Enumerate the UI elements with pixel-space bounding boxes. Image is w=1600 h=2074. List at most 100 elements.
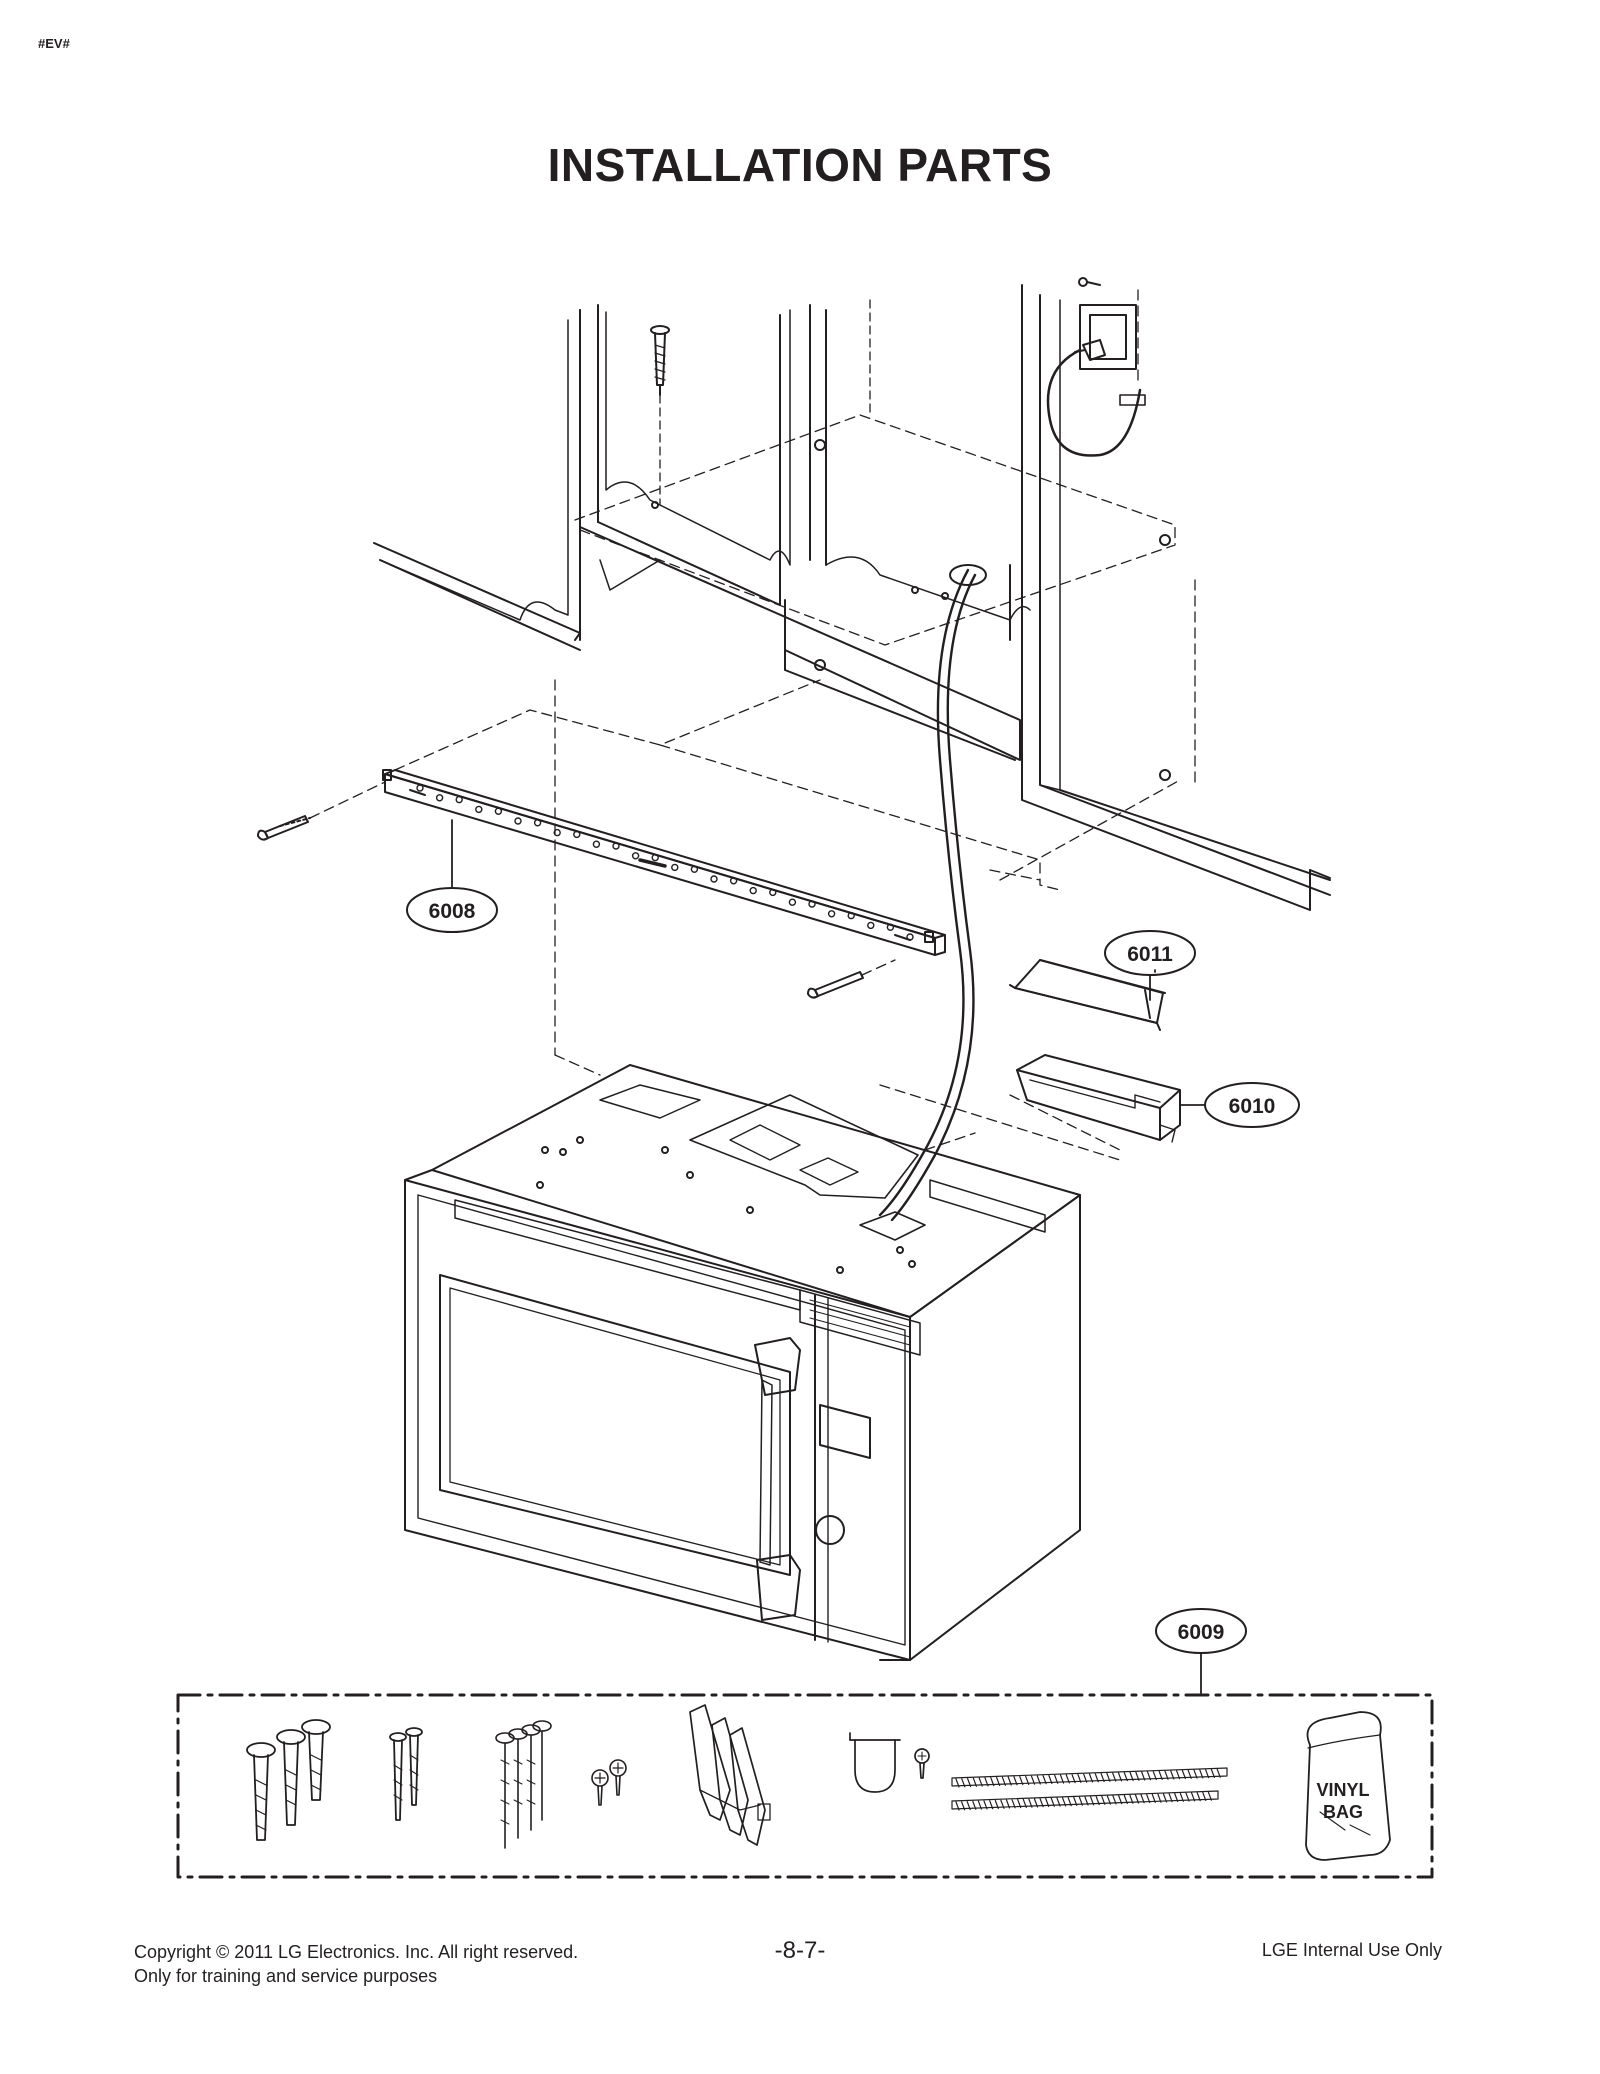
cable-tie-tooth [978,1777,983,1787]
medium-screws [389,1727,423,1821]
cable-tie-tooth [1025,1775,1030,1786]
cable-tie-tooth [1030,1775,1036,1785]
plate-hole [749,886,757,895]
cable-tie-tooth [1039,1798,1044,1808]
cable-tie-tooth [1174,1792,1179,1803]
cable-tie-tooth [1187,1769,1192,1779]
wall-screw [257,781,386,841]
cable-tie-tooth [1065,1774,1070,1784]
cable-tie-tooth [983,1800,988,1810]
cable-tie-tooth [1073,1796,1078,1807]
callout-6008: 6008 [406,819,498,933]
cable-tie-tooth [1204,1769,1210,1779]
cable-tie-tooth [977,1800,983,1810]
cable-tie-tooth [1050,1797,1055,1807]
cabinet-screw [650,325,670,506]
cable-tie-tooth [1196,1792,1201,1802]
plate-hole [867,921,875,930]
cable-tie-tooth [1017,1798,1022,1809]
damper-6011 [1009,959,1166,1031]
microwave-oven [404,1064,1081,1661]
cable-tie-tooth [1001,1776,1007,1786]
cord-strips [951,1767,1228,1811]
cable-tie-tooth [961,1778,966,1788]
cable-tie-tooth [1146,1793,1151,1804]
cable-tie-tooth [1185,1792,1190,1802]
callout-label-6011: 6011 [1127,943,1173,966]
long-screws [246,1719,331,1841]
cable-tie-tooth [1181,1769,1187,1780]
cable-tie-tooth [1118,1795,1123,1805]
cable-tie-tooth [966,1800,971,1811]
cable-tie-tooth [1106,1772,1111,1782]
cable-tie-tooth [1033,1798,1039,1808]
cable-tie-tooth [972,1777,978,1787]
cable-tie-tooth [1134,1794,1140,1804]
cable-tie-tooth [1216,1768,1221,1778]
plate-hole [573,830,581,839]
mounting-plate [382,769,946,956]
vinyl-bag-label-line2: BAG [1323,1802,1363,1822]
plate-hole [788,898,797,906]
cable-tie-tooth [1101,1795,1106,1805]
cable-tie-tooth [1022,1798,1027,1809]
cable-tie-tooth [966,1777,972,1788]
cable-tie-tooth [1005,1799,1011,1809]
cable-tie-tooth [955,1801,960,1811]
power-outlet [1074,277,1137,370]
callout-6010: 6010 [1179,1082,1300,1128]
corner-tag: #EV# [38,36,70,51]
cable-tie-tooth [1078,1796,1084,1806]
cord-clamp [849,1732,930,1793]
cable-tie-tooth [994,1799,999,1810]
footer-copyright: Copyright © 2011 LG Electronics. Inc. Al… [134,1942,579,1962]
cable-tie-strip [951,1790,1219,1810]
cable-tie-tooth [1162,1793,1168,1803]
footer-internal-note: LGE Internal Use Only [1261,1940,1442,1960]
cable-tie-tooth [1028,1798,1033,1808]
cable-tie-tooth [1207,1791,1213,1801]
cable-tie-tooth [1095,1795,1100,1806]
plate-hole [553,828,561,837]
plate-hole [729,877,738,885]
cable-tie-tooth [1175,1770,1181,1780]
cable-tie-tooth [1094,1773,1099,1783]
plate-hole [592,840,601,848]
plate-hole [671,863,679,872]
plate-hole [847,911,855,920]
callout-6011: 6011 [1104,930,1196,1001]
cable-tie-tooth [1190,1792,1196,1802]
cable-tie-tooth [1210,1768,1216,1779]
plate-hole [631,852,640,860]
cable-tie-tooth [1141,1771,1146,1781]
plate-hole [435,794,444,802]
footer-copyright-block: Copyright © 2011 LG Electronics. Inc. Al… [134,1940,578,1988]
cable-tie-tooth [1019,1775,1024,1786]
cable-tie-tooth [1146,1771,1152,1781]
cable-tie-tooth [972,1800,977,1810]
alignment-guides [394,289,1196,1161]
parts-kit-frame [176,1693,1434,1879]
footer-training-note: Only for training and service purposes [134,1966,438,1986]
toggle-bolts [495,1720,552,1849]
cable-tie-tooth [1077,1773,1082,1784]
plate-hole [514,817,522,825]
cable-tie-tooth [1158,1770,1163,1781]
cable-tie-tooth [1045,1797,1050,1808]
plate-hole [906,933,914,941]
cable-tie-tooth [1071,1774,1076,1784]
vinyl-bag: VINYL BAG [1305,1711,1391,1861]
cable-tie-tooth [989,1800,994,1810]
cable-tie-tooth [1123,1772,1128,1782]
cable-tie-tooth [1054,1774,1059,1784]
plate-hole [886,923,895,931]
power-cord [878,348,1146,1222]
plate-hole [808,900,816,908]
vinyl-bag-label-line1: VINYL [1316,1780,1369,1800]
cable-tie-tooth [1056,1797,1061,1807]
cable-tie-tooth [1042,1775,1047,1785]
callout-6009: 6009 [1155,1608,1247,1696]
mounting-plate-holes [416,784,914,941]
cable-tie-tooth [1152,1770,1157,1781]
callout-label-6008: 6008 [429,900,476,923]
